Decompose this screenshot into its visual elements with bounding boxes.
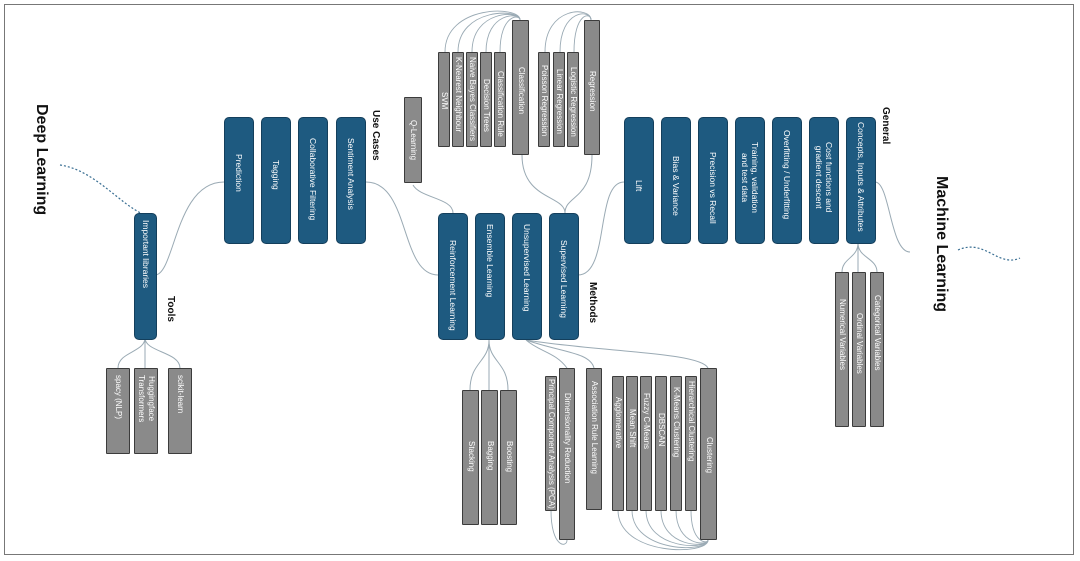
node-knn[interactable]: K-Nearest Neighbour — [452, 52, 464, 147]
node-unsupervised-learning[interactable]: Unsupervised Learning — [512, 213, 542, 340]
link-q-learning — [412, 184, 454, 214]
node-overfitting[interactable]: Overfitting / Underfitting — [772, 117, 802, 244]
link-supervised-classification — [521, 154, 566, 214]
node-decision-trees[interactable]: Decision Trees — [480, 52, 492, 147]
node-supervised-learning[interactable]: Supervised Learning — [549, 213, 579, 340]
node-collaborative-filtering[interactable]: Collaborative Filtering — [298, 117, 328, 244]
node-k-means-clustering[interactable]: K-Means Clustering — [670, 376, 682, 511]
node-bias-variance[interactable]: Bias & Variance — [661, 117, 691, 244]
node-boosting[interactable]: Boosting — [500, 390, 517, 525]
node-stacking[interactable]: Stacking — [462, 390, 479, 525]
node-categorical-variables[interactable]: Categorical Variables — [870, 272, 884, 427]
node-huggingface[interactable]: Huggingface Transformers — [134, 368, 158, 454]
node-concepts-inputs-attributes[interactable]: Concepts, Inputs & Attributes — [846, 117, 876, 244]
link-libraries-prediction — [154, 181, 225, 276]
node-classification-rule[interactable]: Classification Rule — [494, 52, 506, 147]
node-q-learning[interactable]: Q-Learning — [404, 97, 422, 183]
node-association-rule-learning[interactable]: Association Rule Learning — [586, 368, 602, 510]
node-tagging[interactable]: Tagging — [261, 117, 291, 244]
node-ensemble-learning[interactable]: Ensemble Learning — [475, 213, 505, 340]
node-regression[interactable]: Regression — [584, 20, 600, 155]
node-classification[interactable]: Classification — [512, 20, 529, 155]
dotted-tail-right — [957, 246, 1021, 261]
node-lift[interactable]: Lift — [624, 117, 654, 244]
node-logistic-regression[interactable]: Logistic Regression — [567, 52, 579, 147]
diagram-frame — [4, 4, 1074, 555]
node-scikit-learn[interactable]: scikit-learn — [168, 368, 192, 454]
node-linear-regression[interactable]: Linear Regression — [553, 52, 565, 147]
node-numerical-variables[interactable]: Numerical Variables — [835, 272, 849, 427]
node-fuzzy-c-means[interactable]: Fuzzy C-Means — [640, 376, 652, 511]
link-ensemble-children — [469, 339, 509, 391]
node-precision-recall[interactable]: Precision vs Recall — [698, 117, 728, 244]
node-naive-bayes[interactable]: Naive Bayes Classifiers — [466, 52, 478, 147]
node-dbscan[interactable]: DBSCAN — [655, 376, 667, 511]
node-ordinal-variables[interactable]: Ordinal Variables — [852, 272, 866, 427]
link-concepts-end — [874, 181, 911, 253]
node-bagging[interactable]: Bagging — [481, 390, 498, 525]
dotted-tail-left — [59, 164, 146, 216]
node-mean-shift[interactable]: Mean Shift — [626, 376, 638, 511]
link-supervised-regression — [564, 154, 593, 214]
node-poisson-regression[interactable]: Poisson Regression — [538, 52, 550, 147]
node-cost-functions[interactable]: Cost functions and gradient descent — [809, 117, 839, 244]
node-prediction[interactable]: Prediction — [224, 117, 254, 244]
link-attributes — [841, 242, 878, 273]
node-agglomerative[interactable]: Agglomerative — [612, 376, 624, 511]
link-unsupervised-children — [525, 339, 709, 369]
node-spacy[interactable]: spacy (NLP) — [106, 368, 130, 454]
node-pca[interactable]: Principal Component Analysis (PCA) — [545, 376, 557, 511]
link-sentiment-reinforcement — [365, 181, 439, 276]
node-clustering[interactable]: Clustering — [700, 368, 717, 540]
link-supervised-lift — [577, 181, 625, 276]
node-training-validation[interactable]: Training, validation and test data — [735, 117, 765, 244]
node-sentiment-analysis[interactable]: Sentiment Analysis — [336, 117, 366, 244]
node-reinforcement-learning[interactable]: Reinforcement Learning — [438, 213, 468, 340]
link-tools-children — [117, 337, 181, 369]
node-svm[interactable]: SVM — [438, 52, 450, 147]
node-important-libraries[interactable]: Important libraries — [134, 213, 157, 340]
node-dimensionality-reduction[interactable]: Dimensionality Reduction — [559, 368, 575, 540]
node-hierarchical-clustering[interactable]: Hierarchical Clustering — [685, 376, 697, 511]
